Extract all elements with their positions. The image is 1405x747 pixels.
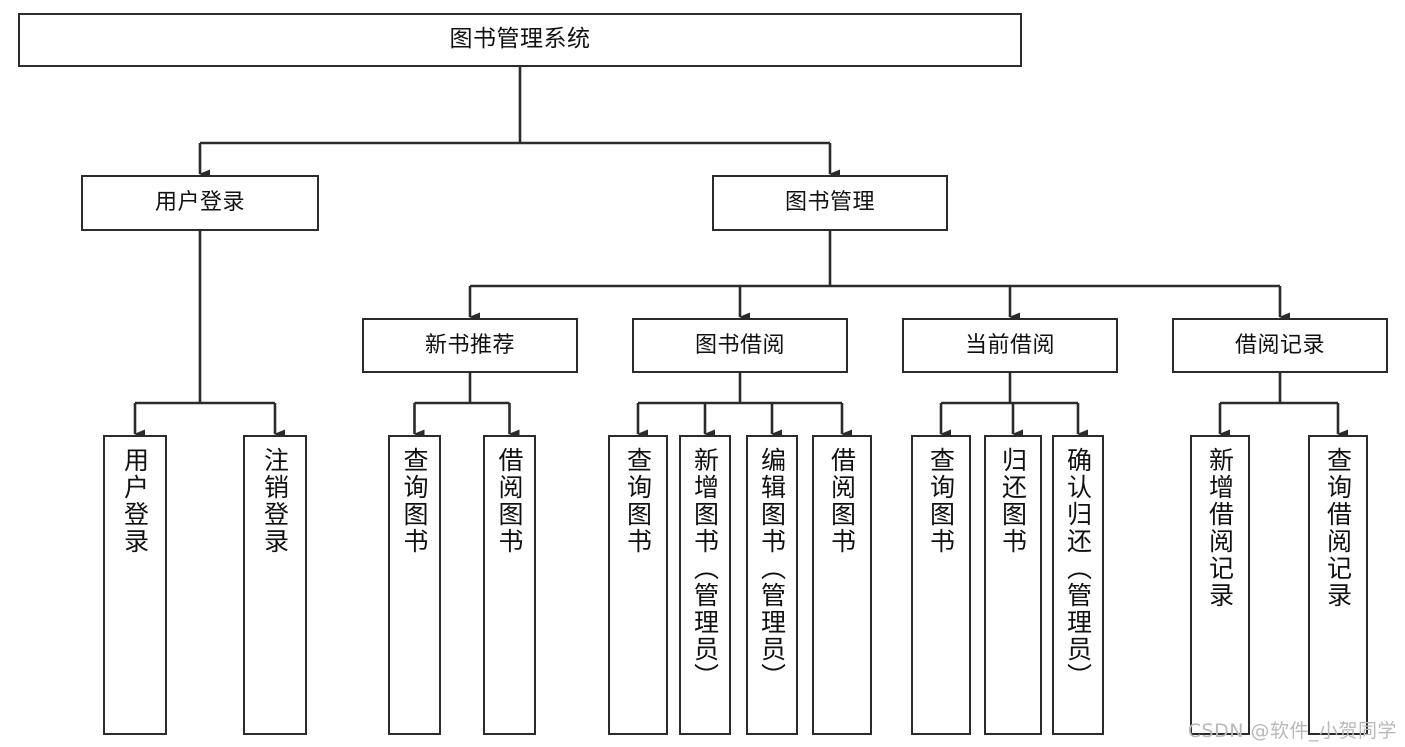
node-l-logout[interactable]: 注销登录 bbox=[243, 435, 307, 735]
node-label: 注销登录 bbox=[260, 447, 290, 555]
node-records[interactable]: 借阅记录 bbox=[1172, 318, 1388, 373]
node-label: 新增图书（管理员） bbox=[690, 447, 720, 690]
node-label: 编辑图书（管理员） bbox=[757, 447, 787, 690]
node-label: 确认归还（管理员） bbox=[1063, 447, 1093, 690]
node-current[interactable]: 当前借阅 bbox=[902, 318, 1118, 373]
node-l-login[interactable]: 用户登录 bbox=[103, 435, 167, 735]
node-l-b-borrow[interactable]: 借阅图书 bbox=[812, 435, 872, 735]
node-label: 用户登录 bbox=[120, 447, 150, 555]
node-label: 图书管理 bbox=[784, 190, 875, 216]
node-l-c-return[interactable]: 归还图书 bbox=[984, 435, 1042, 735]
node-label: 图书管理系统 bbox=[449, 26, 591, 53]
node-l-r-add[interactable]: 新增借阅记录 bbox=[1190, 435, 1250, 735]
node-l-nb-borrow[interactable]: 借阅图书 bbox=[483, 435, 536, 735]
node-label: 归还图书 bbox=[998, 447, 1028, 555]
node-label: 查询图书 bbox=[400, 447, 429, 555]
node-bookmgmt[interactable]: 图书管理 bbox=[712, 175, 948, 231]
node-borrow[interactable]: 图书借阅 bbox=[632, 318, 848, 373]
node-label: 新书推荐 bbox=[424, 332, 515, 358]
node-l-b-add[interactable]: 新增图书（管理员） bbox=[679, 435, 731, 735]
node-label: 查询图书 bbox=[623, 447, 653, 555]
node-l-b-edit[interactable]: 编辑图书（管理员） bbox=[746, 435, 798, 735]
node-root[interactable]: 图书管理系统 bbox=[18, 13, 1022, 67]
node-l-nb-query[interactable]: 查询图书 bbox=[388, 435, 441, 735]
node-newbook[interactable]: 新书推荐 bbox=[362, 318, 578, 373]
node-l-b-query[interactable]: 查询图书 bbox=[608, 435, 668, 735]
node-label: 查询图书 bbox=[926, 447, 956, 555]
node-label: 借阅图书 bbox=[827, 447, 857, 555]
node-label: 图书借阅 bbox=[694, 332, 785, 358]
node-label: 当前借阅 bbox=[964, 332, 1055, 358]
node-label: 新增借阅记录 bbox=[1205, 447, 1235, 609]
node-label: 用户登录 bbox=[154, 190, 245, 216]
node-l-r-query[interactable]: 查询借阅记录 bbox=[1308, 435, 1368, 735]
node-label: 查询借阅记录 bbox=[1323, 447, 1353, 609]
node-label: 借阅记录 bbox=[1234, 332, 1325, 358]
node-login[interactable]: 用户登录 bbox=[81, 175, 319, 231]
node-l-c-query[interactable]: 查询图书 bbox=[911, 435, 971, 735]
csdn-watermark: CSDN @软件_小贺同学 bbox=[1187, 720, 1397, 742]
node-l-c-confirm[interactable]: 确认归还（管理员） bbox=[1052, 435, 1104, 735]
node-label: 借阅图书 bbox=[495, 447, 524, 555]
